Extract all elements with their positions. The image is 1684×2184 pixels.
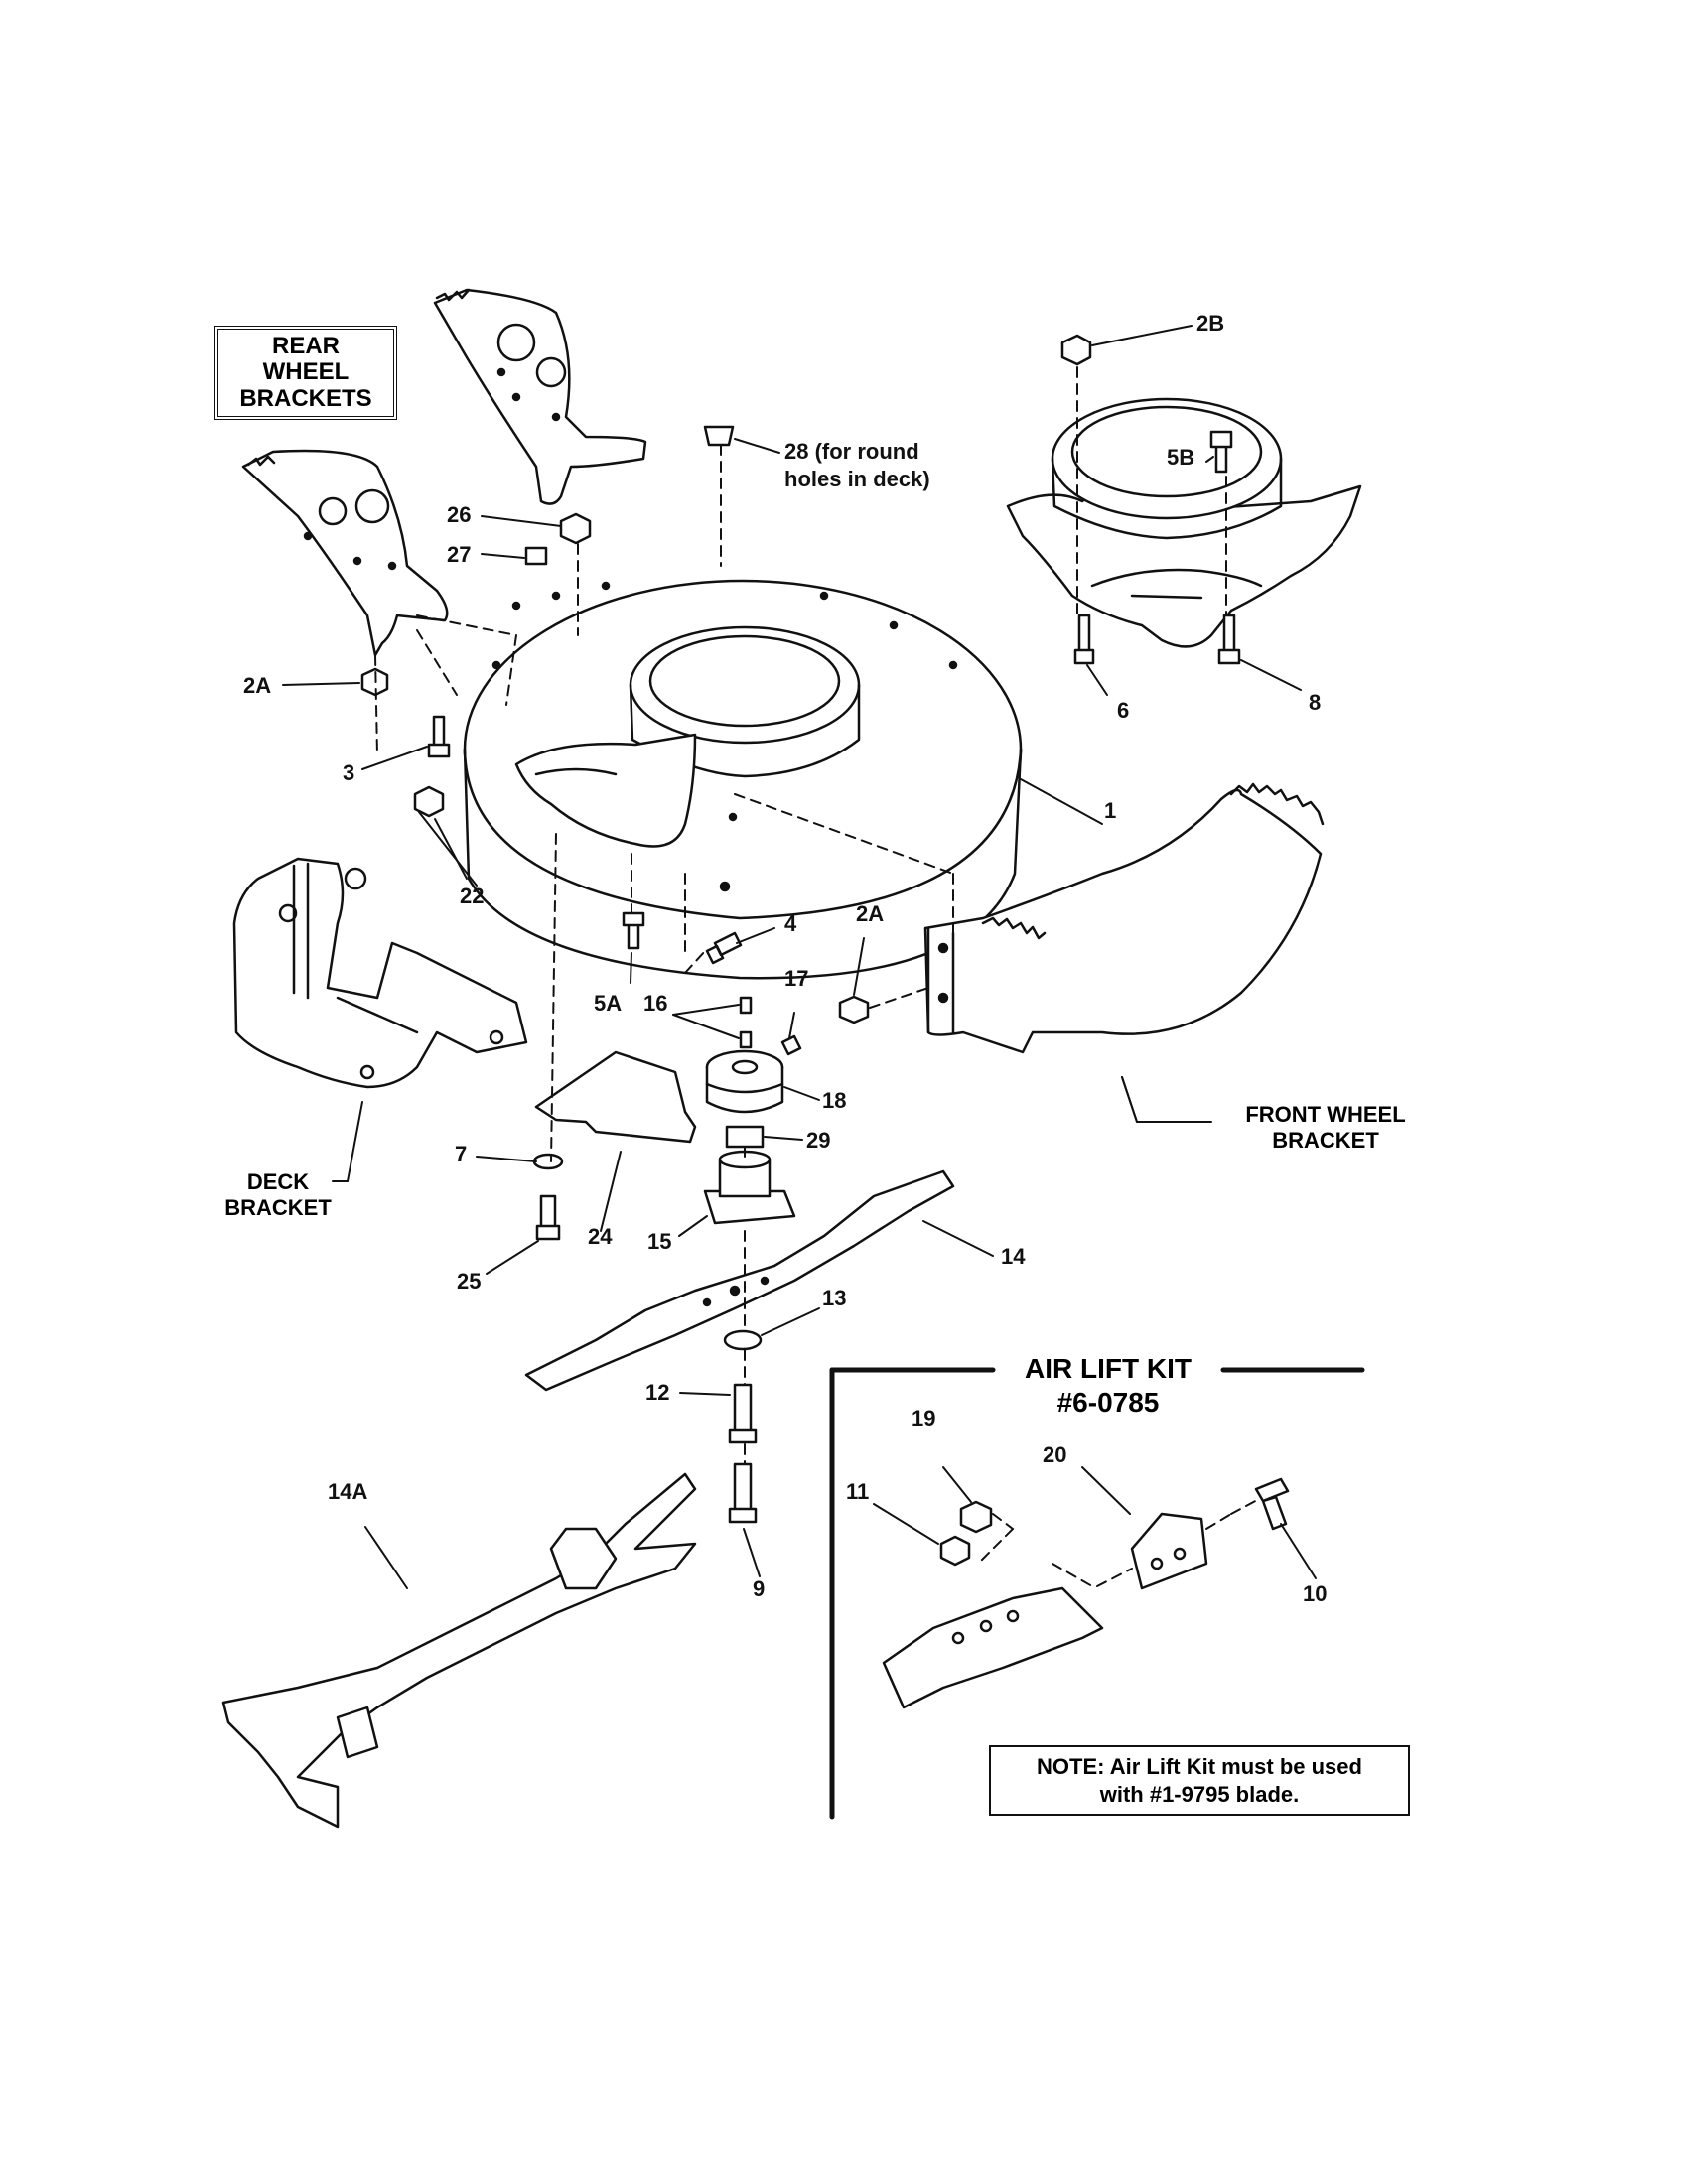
assembly-dashed-lines [374, 366, 1260, 1587]
deck-bracket-caption-line1: DECK [246, 1169, 310, 1194]
blade-14a [221, 1472, 697, 1829]
front-wheel-bracket-caption-line1: FRONT WHEEL [1245, 1102, 1406, 1127]
air-fin-20 [1130, 1512, 1208, 1590]
bearing-29 [725, 1125, 765, 1149]
air-lift-kit-title-line2: #6-0785 [1056, 1386, 1160, 1418]
air-lift-note-line1: NOTE: Air Lift Kit must be used [1037, 1754, 1362, 1779]
rear-wheel-bracket-lower [241, 449, 449, 657]
front-wheel-bracket-caption-line2: BRACKET [1272, 1128, 1379, 1154]
air-lift-kit-frame [829, 1367, 1365, 1820]
callout-14a: 14A [328, 1479, 368, 1504]
callout-6: 6 [1117, 698, 1130, 723]
callout-18: 18 [822, 1088, 847, 1113]
callout-2a-center: 2A [856, 901, 885, 926]
nut-22 [413, 785, 445, 818]
callout-2b: 2B [1196, 311, 1225, 336]
callout-15: 15 [647, 1229, 672, 1254]
callout-28-cont: holes in deck) [784, 467, 930, 491]
pin-16b [739, 1030, 753, 1049]
nut-2a-center [838, 995, 870, 1024]
callout-4: 4 [784, 911, 797, 936]
callout-7: 7 [455, 1142, 468, 1166]
bolt-5a [622, 911, 645, 950]
washer-7 [532, 1153, 564, 1170]
nut-2a-left [360, 667, 389, 697]
callout-2a-left: 2A [243, 673, 272, 698]
air-lift-kit-title-line1: AIR LIFT KIT [1025, 1353, 1192, 1384]
callout-17: 17 [784, 966, 809, 991]
callout-10: 10 [1303, 1581, 1328, 1606]
callout-5b: 5B [1167, 445, 1195, 470]
callout-16: 16 [643, 991, 668, 1016]
rear-wheel-brackets-title: REAR WHEEL BRACKETS [214, 326, 397, 421]
air-lift-note-line2: with #1-9795 blade. [1099, 1781, 1300, 1807]
deck-bracket-caption-line2: BRACKET [224, 1195, 332, 1221]
blade-14 [524, 1169, 955, 1392]
bolt-5b [1209, 430, 1233, 474]
front-wheel-bracket [923, 782, 1325, 1054]
callout-27: 27 [447, 542, 472, 567]
callout-20: 20 [1043, 1442, 1067, 1467]
bolt-10 [1254, 1477, 1290, 1531]
mower-deck-housing [463, 579, 1023, 980]
callout-11: 11 [846, 1479, 870, 1504]
plate-24 [534, 1050, 697, 1144]
plug-28 [703, 425, 735, 447]
rear-wheel-brackets-title-line2: BRACKETS [239, 384, 372, 412]
pin-16a [739, 996, 753, 1015]
callout-8: 8 [1309, 690, 1322, 715]
bolt-9 [728, 1462, 758, 1524]
leader-lines [282, 325, 1317, 1589]
deck-bracket [232, 857, 528, 1089]
callout-9: 9 [753, 1576, 766, 1601]
callout-14: 14 [1001, 1244, 1026, 1269]
callout-19: 19 [912, 1406, 936, 1431]
callout-22: 22 [460, 884, 485, 908]
nut-2b [1060, 334, 1092, 366]
key-17 [780, 1034, 802, 1056]
callout-5a: 5A [594, 991, 623, 1016]
air-lift-kit-title: AIR LIFT KIT #6-0785 [995, 1352, 1221, 1419]
nut-26 [559, 512, 592, 545]
callout-25: 25 [457, 1269, 482, 1294]
air-lift-note: NOTE: Air Lift Kit must be used with #1-… [989, 1745, 1410, 1816]
bolt-12 [728, 1383, 758, 1444]
bolt-3 [427, 715, 451, 758]
washer-13 [723, 1329, 763, 1351]
bolt-8 [1217, 614, 1241, 665]
callout-12: 12 [645, 1380, 670, 1405]
nut-11 [939, 1535, 971, 1567]
bolt-4 [705, 931, 743, 965]
deck-bracket-caption: DECK BRACKET [209, 1169, 348, 1222]
bolt-25 [535, 1194, 561, 1241]
bolt-6 [1073, 614, 1095, 665]
rear-wheel-bracket-upper [433, 288, 647, 505]
callout-13: 13 [822, 1286, 847, 1310]
deck-collar-5b [1006, 397, 1362, 648]
callout-24: 24 [588, 1224, 613, 1249]
front-wheel-bracket-caption: FRONT WHEEL BRACKET [1226, 1102, 1425, 1155]
bolt-27 [524, 546, 548, 566]
callout-3: 3 [343, 760, 355, 785]
nut-19 [959, 1500, 993, 1534]
air-lift-blade-segment [882, 1586, 1104, 1709]
rear-wheel-brackets-title-line1: REAR WHEEL [262, 333, 350, 386]
callout-29: 29 [806, 1128, 831, 1153]
callout-28: 28 (for round [784, 439, 919, 464]
callout-26: 26 [447, 502, 472, 527]
callout-1: 1 [1104, 798, 1117, 823]
